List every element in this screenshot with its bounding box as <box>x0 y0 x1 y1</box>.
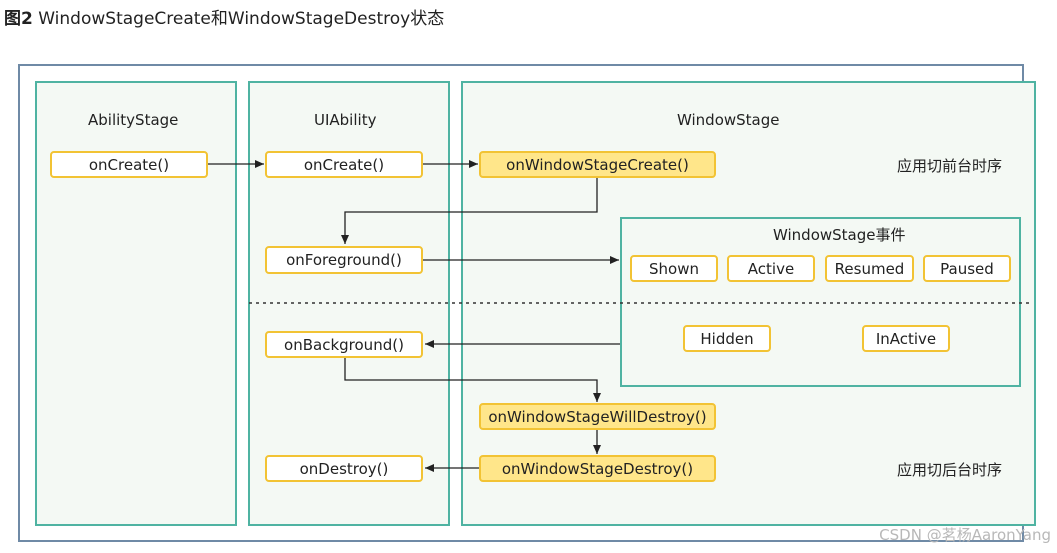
foreground-sequence-label: 应用切前台时序 <box>897 157 1003 175</box>
event-paused-box: Paused <box>923 255 1011 282</box>
lane-title-uiability: UIAbility <box>314 111 377 129</box>
lane-title-abilitystage: AbilityStage <box>88 111 179 129</box>
background-sequence-label: 应用切后台时序 <box>897 461 1003 479</box>
onwindowstagedestroy-box: onWindowStageDestroy() <box>479 455 716 482</box>
event-inactive-box: InActive <box>862 325 950 352</box>
lane-abilitystage <box>35 81 237 526</box>
event-resumed-box: Resumed <box>825 255 914 282</box>
onwindowstagewilldestroy-box: onWindowStageWillDestroy() <box>479 403 716 430</box>
uiability-onbackground-box: onBackground() <box>265 331 423 358</box>
event-active-box: Active <box>727 255 815 282</box>
watermark: CSDN @茗杨AaronYang <box>879 526 1051 544</box>
uiability-onforeground-box: onForeground() <box>265 246 423 274</box>
uiability-ondestroy-box: onDestroy() <box>265 455 423 482</box>
windowstage-events-panel <box>620 217 1021 387</box>
events-title: WindowStage事件 <box>773 226 906 244</box>
lane-title-windowstage: WindowStage <box>677 111 780 129</box>
event-hidden-box: Hidden <box>683 325 771 352</box>
figure-caption: 图2 WindowStageCreate和WindowStageDestroy状… <box>4 4 444 29</box>
uiability-oncreate-box: onCreate() <box>265 151 423 178</box>
figure-number: 图2 <box>4 9 33 29</box>
abilitystage-oncreate-box: onCreate() <box>50 151 208 178</box>
event-shown-box: Shown <box>630 255 718 282</box>
figure-title: WindowStageCreate和WindowStageDestroy状态 <box>32 9 445 29</box>
onwindowstagecreate-box: onWindowStageCreate() <box>479 151 716 178</box>
